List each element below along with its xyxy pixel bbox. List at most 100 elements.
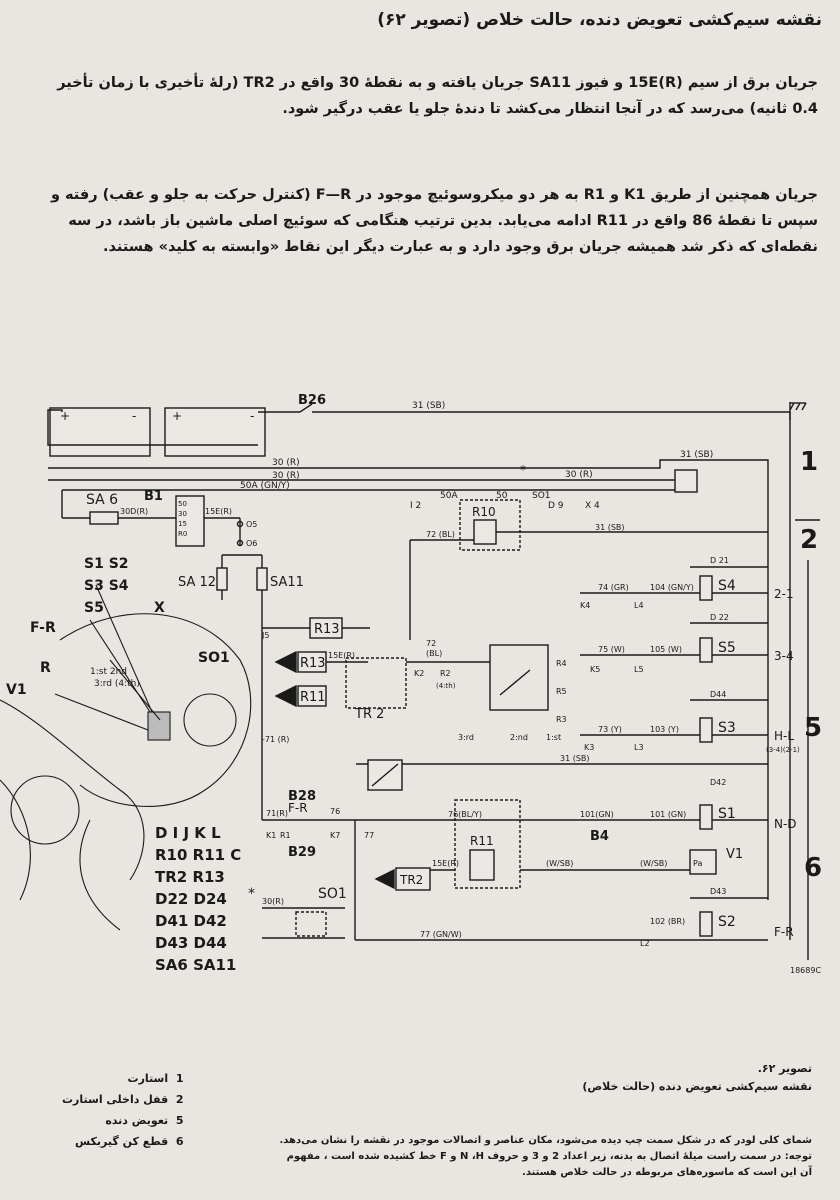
svg-text:2-1: 2-1 xyxy=(774,587,794,601)
svg-text:B4: B4 xyxy=(590,829,609,844)
battery-1: + - xyxy=(49,407,151,457)
legend-item: 6 قطع کن گیربکس xyxy=(74,1135,184,1148)
svg-text:F-R: F-R xyxy=(774,925,794,939)
svg-text:(BL): (BL) xyxy=(426,649,442,658)
svg-text:76: 76 xyxy=(330,807,340,816)
ground-symbol xyxy=(789,402,807,420)
svg-text:R5: R5 xyxy=(556,687,567,696)
svg-text:104 (GN/Y): 104 (GN/Y) xyxy=(650,583,694,592)
svg-text:SA11: SA11 xyxy=(270,575,304,590)
svg-text:K3: K3 xyxy=(584,743,594,752)
svg-text:I 2: I 2 xyxy=(410,501,421,511)
svg-text:30 (R): 30 (R) xyxy=(565,470,593,480)
svg-text:1:st: 1:st xyxy=(546,733,561,742)
svg-text:72 (BL): 72 (BL) xyxy=(426,530,455,539)
svg-text:76(BL/Y): 76(BL/Y) xyxy=(448,810,482,819)
svg-text:O5: O5 xyxy=(246,520,257,529)
svg-text:F-R: F-R xyxy=(288,801,308,815)
svg-text:S1 S2: S1 S2 xyxy=(84,556,129,572)
svg-text:SA 12: SA 12 xyxy=(178,575,216,590)
left-labels: S1 S2 S3 S4 S5 X F-R R V1 SO1 1:st 2nd 3… xyxy=(6,556,230,698)
svg-text:D22 D24: D22 D24 xyxy=(155,890,227,908)
svg-text:SA6 SA11: SA6 SA11 xyxy=(155,956,236,974)
svg-text:31 (SB): 31 (SB) xyxy=(680,450,713,460)
svg-text:R13: R13 xyxy=(300,656,326,671)
svg-text:L2: L2 xyxy=(640,939,650,948)
svg-text:50: 50 xyxy=(496,491,508,501)
row-s3: 73 (Y) 103 (Y) S3 K3 L3 D44 H-L (3-4)(2-… xyxy=(580,690,800,754)
svg-text:H-L: H-L xyxy=(774,729,794,743)
svg-text:S5: S5 xyxy=(84,600,104,616)
svg-text:3:rd (4:th): 3:rd (4:th) xyxy=(94,679,140,689)
svg-text:D44: D44 xyxy=(710,690,726,699)
svg-text:-: - xyxy=(132,409,136,423)
svg-text:F-R: F-R xyxy=(30,620,56,636)
note-line: شمای کلی لودر که در شکل سمت چپ دیده می‌ش… xyxy=(279,1135,812,1146)
svg-text:31 (SB): 31 (SB) xyxy=(595,523,625,532)
svg-text:30(R): 30(R) xyxy=(262,897,284,906)
component-list: D I J K L R10 R11 C TR2 R13 D22 D24 D41 … xyxy=(155,824,241,974)
legend-item: 2 قفل داخلی استارت xyxy=(62,1093,184,1106)
svg-text:S1: S1 xyxy=(718,806,736,822)
svg-text:R10: R10 xyxy=(472,505,496,519)
svg-text:S3 S4: S3 S4 xyxy=(84,578,129,594)
legend: 1 استارت 2 قفل داخلی استارت 5 تعویض دنده… xyxy=(62,1068,183,1152)
svg-text:R11: R11 xyxy=(300,690,326,705)
svg-text:(3-4)(2-1): (3-4)(2-1) xyxy=(766,746,800,754)
svg-text:*: * xyxy=(520,463,526,477)
svg-text:S2: S2 xyxy=(718,914,736,930)
legend-item: 5 تعویض دنده xyxy=(105,1114,184,1127)
legend-item: 1 استارت xyxy=(127,1072,184,1085)
svg-text:102 (BR): 102 (BR) xyxy=(650,917,685,926)
notes: شمای کلی لودر که در شکل سمت چپ دیده می‌ش… xyxy=(252,1133,812,1181)
svg-text:+: + xyxy=(172,409,182,423)
svg-text:TR 2: TR 2 xyxy=(354,707,384,722)
svg-text:-71 (R): -71 (R) xyxy=(262,735,289,744)
svg-text:31 (SB): 31 (SB) xyxy=(560,754,590,763)
svg-text:15E(R): 15E(R) xyxy=(328,651,355,660)
svg-text:103 (Y): 103 (Y) xyxy=(650,725,679,734)
svg-text:V1: V1 xyxy=(726,847,743,862)
svg-text:SO1: SO1 xyxy=(318,886,347,902)
svg-text:D42: D42 xyxy=(710,778,726,787)
svg-text:+: + xyxy=(60,409,70,423)
svg-text:72: 72 xyxy=(426,639,436,648)
svg-text:101 (GN): 101 (GN) xyxy=(650,810,686,819)
svg-text:75 (W): 75 (W) xyxy=(598,645,625,654)
svg-text:V1: V1 xyxy=(6,682,27,698)
svg-text:O6: O6 xyxy=(246,539,257,548)
svg-text:(W/SB): (W/SB) xyxy=(546,859,573,868)
svg-text:50A: 50A xyxy=(440,491,458,501)
b26-label: B26 xyxy=(298,393,326,408)
svg-text:B1: B1 xyxy=(144,489,163,504)
svg-text:S3: S3 xyxy=(718,720,736,736)
svg-text:R13: R13 xyxy=(314,622,340,637)
svg-text:30 (R): 30 (R) xyxy=(272,458,300,468)
svg-text:2:nd: 2:nd xyxy=(510,733,528,742)
battery-2: + - xyxy=(164,407,266,457)
svg-text:L3: L3 xyxy=(634,743,644,752)
note-line: توجه: در سمت راست میلهٔ اتصال به بدنه، ز… xyxy=(286,1151,812,1162)
svg-text:D 22: D 22 xyxy=(710,613,729,622)
svg-text:K5: K5 xyxy=(590,665,600,674)
note-line: آن این است که ماسوره‌های مربوطه در حالت … xyxy=(522,1167,812,1178)
svg-text:R2: R2 xyxy=(440,669,451,678)
caption-subtitle: نقشه سیم‌کشی تعویض دنده (حالت خلاص) xyxy=(582,1080,812,1093)
sa6-label: SA 6 xyxy=(86,492,118,508)
svg-text:15: 15 xyxy=(178,520,187,528)
svg-text:30: 30 xyxy=(178,510,187,518)
svg-text:D 21: D 21 xyxy=(710,556,729,565)
svg-text:R1: R1 xyxy=(280,831,291,840)
svg-text:1:st 2nd: 1:st 2nd xyxy=(90,667,127,677)
svg-text:*: * xyxy=(248,886,255,902)
figure-caption: تصویر ۶۲. نقشه سیم‌کشی تعویض دنده (حالت … xyxy=(582,1060,812,1096)
loader-sketch xyxy=(0,584,252,931)
svg-text:X 4: X 4 xyxy=(585,501,600,511)
svg-text:L5: L5 xyxy=(634,665,644,674)
svg-text:30 (R): 30 (R) xyxy=(272,471,300,481)
svg-text:D I J K L: D I J K L xyxy=(155,824,221,842)
svg-text:X: X xyxy=(154,600,165,616)
zone-labels: 1 2 5 6 xyxy=(800,447,822,883)
svg-text:15E(R): 15E(R) xyxy=(432,859,459,868)
svg-text:J5: J5 xyxy=(261,631,269,640)
